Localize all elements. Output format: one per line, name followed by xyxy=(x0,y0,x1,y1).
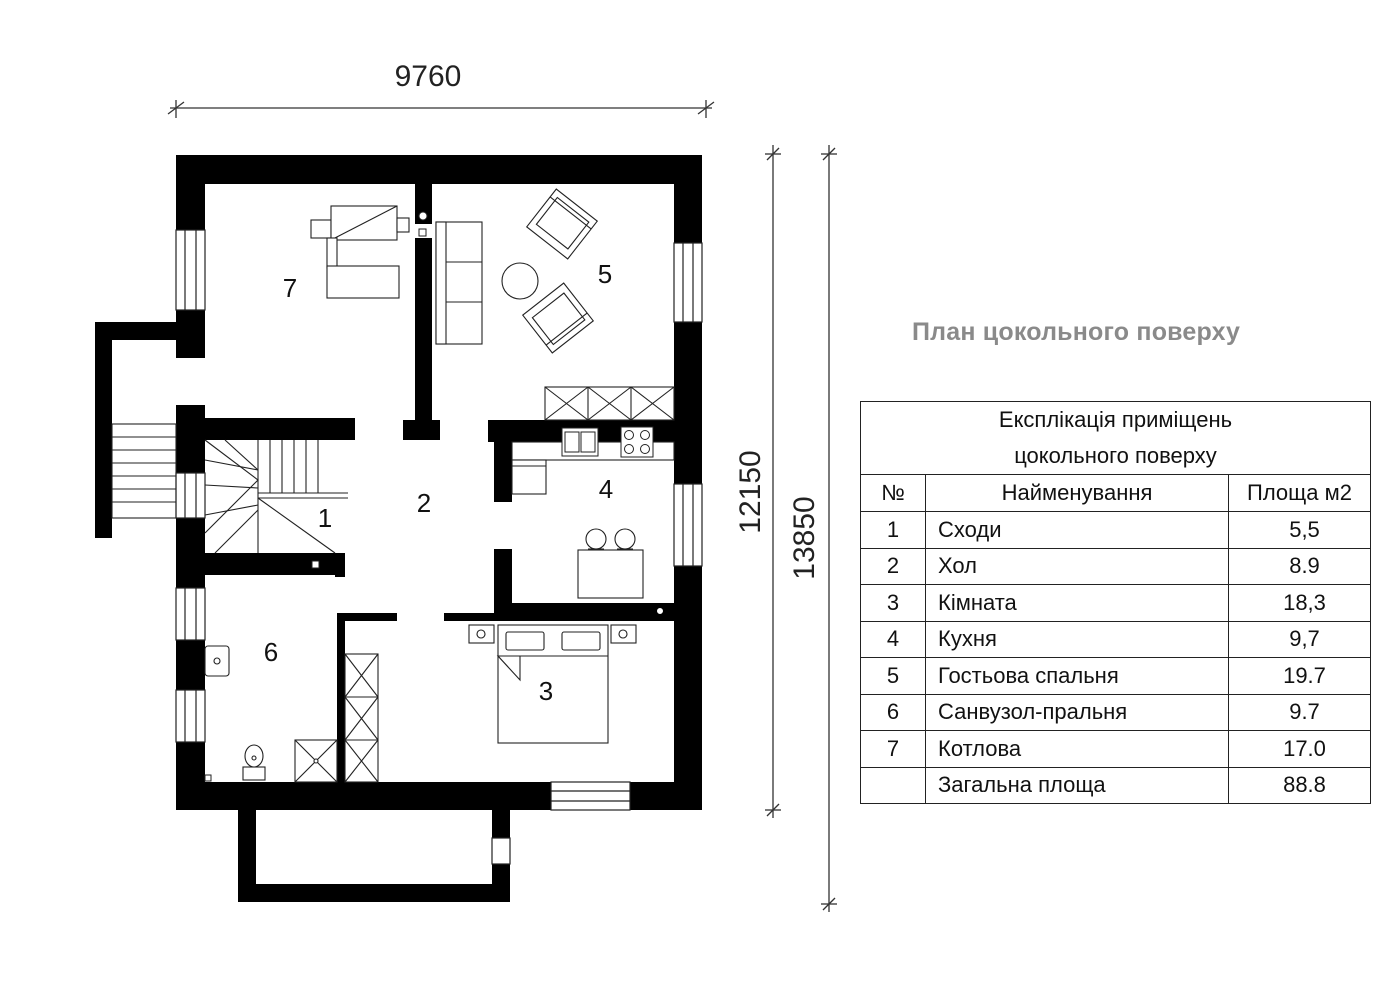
room-number-4: 4 xyxy=(599,474,613,504)
dimension-outer-height-label: 13850 xyxy=(788,496,821,579)
legend-header-name: Найменування xyxy=(925,474,1229,512)
dimension-inner-height xyxy=(765,145,781,818)
room-number-5: 5 xyxy=(598,259,612,289)
armchair-top xyxy=(525,188,599,260)
legend-row-area: 5,5 xyxy=(1228,511,1371,549)
wardrobe-room5 xyxy=(544,386,675,421)
window-right-2 xyxy=(673,483,703,567)
legend-row-name: Хол xyxy=(925,547,1229,585)
legend-row: 6 Санвузол-пральня 9.7 xyxy=(860,693,1371,731)
interior-stair xyxy=(204,439,348,554)
window-right-1 xyxy=(673,242,703,323)
sofa xyxy=(435,221,483,345)
legend-row-name: Санвузол-пральня xyxy=(925,693,1229,731)
legend-row-number: 1 xyxy=(860,511,926,549)
room-number-3: 3 xyxy=(539,676,553,706)
kitchen-stools xyxy=(585,528,636,550)
toilet xyxy=(242,744,266,781)
stair-post xyxy=(311,560,320,569)
legend-row-number: 6 xyxy=(860,693,926,731)
legend-row-name: Кімната xyxy=(925,584,1229,622)
opening-terrace xyxy=(491,837,511,865)
kitchen-island xyxy=(577,549,644,599)
legend-row-name: Гостьова спальня xyxy=(925,657,1229,695)
dimension-outer-height xyxy=(821,145,837,912)
legend-row-number: 3 xyxy=(860,584,926,622)
legend-total-row: Загальна площа 88.8 xyxy=(860,766,1371,804)
legend-row-name: Котлова xyxy=(925,730,1229,768)
legend-caption: Експлікація приміщень цокольного поверху xyxy=(860,401,1371,475)
wardrobe-corridor xyxy=(344,653,379,783)
dimension-top xyxy=(167,100,715,118)
double-bed xyxy=(496,624,609,744)
shower-tray xyxy=(294,739,338,783)
boiler-fittings xyxy=(418,211,428,237)
porch-stairs xyxy=(111,423,177,519)
room-number-1: 1 xyxy=(318,503,332,533)
plan-title: План цокольного поверху xyxy=(912,318,1241,346)
legend-row-name: Сходи xyxy=(925,511,1229,549)
window-bottom xyxy=(550,781,631,811)
legend-row-area: 9.7 xyxy=(1228,693,1371,731)
legend-row: 5 Гостьова спальня 19.7 xyxy=(860,657,1371,695)
legend-row-name: Кухня xyxy=(925,620,1229,658)
legend-caption-line2: цокольного поверху xyxy=(1014,443,1217,468)
legend-row-area: 8.9 xyxy=(1228,547,1371,585)
legend-row-area: 17.0 xyxy=(1228,730,1371,768)
legend-row: 3 Кімната 18,3 xyxy=(860,584,1371,622)
room-legend-table: Експлікація приміщень цокольного поверху… xyxy=(860,401,1371,804)
legend-row: 4 Кухня 9,7 xyxy=(860,620,1371,658)
legend-row-area: 19.7 xyxy=(1228,657,1371,695)
window-left-3 xyxy=(175,587,206,641)
boiler-equipment xyxy=(310,205,410,299)
room-number-2: 2 xyxy=(417,488,431,518)
floor-drain xyxy=(204,774,212,782)
legend-row: 2 Хол 8.9 xyxy=(860,547,1371,585)
window-left-2 xyxy=(175,472,206,519)
cooktop xyxy=(620,426,654,458)
legend-row: 7 Котлова 17.0 xyxy=(860,730,1371,768)
room-number-6: 6 xyxy=(264,637,278,667)
armchair-bottom xyxy=(521,282,595,354)
nightstands xyxy=(468,624,637,644)
round-table xyxy=(501,262,539,300)
legend-row-area: 9,7 xyxy=(1228,620,1371,658)
room-number-7: 7 xyxy=(283,273,297,303)
dimension-inner-height-label: 12150 xyxy=(734,450,767,533)
dimension-top-label: 9760 xyxy=(395,60,462,93)
legend-row-number xyxy=(860,766,926,804)
legend-row-number: 5 xyxy=(860,657,926,695)
windows xyxy=(175,229,703,865)
legend-row-area: 18,3 xyxy=(1228,584,1371,622)
legend-header-area: Площа м2 xyxy=(1228,474,1371,512)
sink xyxy=(561,427,599,457)
legend-header-row: № Найменування Площа м2 xyxy=(860,474,1371,512)
legend-row-number: 7 xyxy=(860,730,926,768)
legend-row: 1 Сходи 5,5 xyxy=(860,511,1371,549)
window-left-1 xyxy=(175,229,206,311)
kitchen-outlet xyxy=(657,608,663,614)
window-left-4 xyxy=(175,689,206,743)
legend-row-name: Загальна площа xyxy=(925,766,1229,804)
legend-row-area: 88.8 xyxy=(1228,766,1371,804)
washbasin xyxy=(204,645,230,677)
walls xyxy=(95,155,702,902)
legend-caption-line1: Експлікація приміщень xyxy=(998,407,1233,432)
legend-row-number: 4 xyxy=(860,620,926,658)
legend-header-number: № xyxy=(860,474,926,512)
legend-row-number: 2 xyxy=(860,547,926,585)
